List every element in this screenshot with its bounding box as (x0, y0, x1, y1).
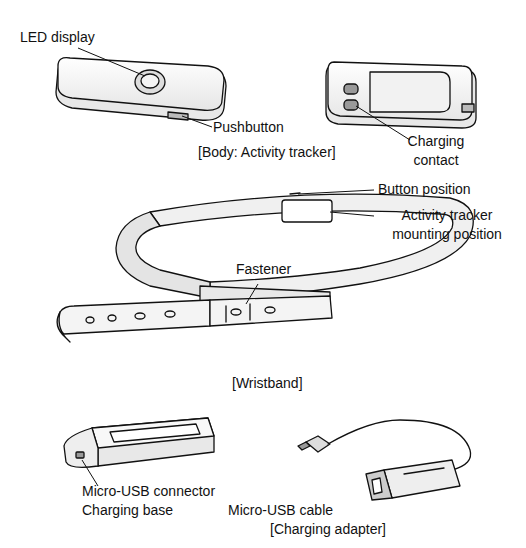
part-label: Activity tracker mounting position (376, 206, 518, 244)
tracker-front (56, 58, 226, 121)
part-label: Micro-USB connector (82, 482, 215, 501)
part-label: Charging base (82, 501, 173, 520)
tracker-back (326, 62, 476, 128)
part-label: Fastener (236, 260, 291, 279)
part-label: LED display (20, 28, 95, 47)
group-caption: [Body: Activity tracker] (198, 143, 336, 162)
group-caption: [Charging adapter] (270, 520, 386, 539)
part-label: Button position (378, 180, 471, 199)
part-label: Charging contact (398, 132, 474, 170)
leader-lines (78, 48, 410, 486)
part-label: Micro-USB cable (228, 501, 333, 520)
group-caption: [Wristband] (232, 374, 303, 393)
part-label: Pushbutton (213, 118, 284, 137)
charging-base (64, 418, 214, 467)
micro-usb-cable (298, 420, 471, 500)
